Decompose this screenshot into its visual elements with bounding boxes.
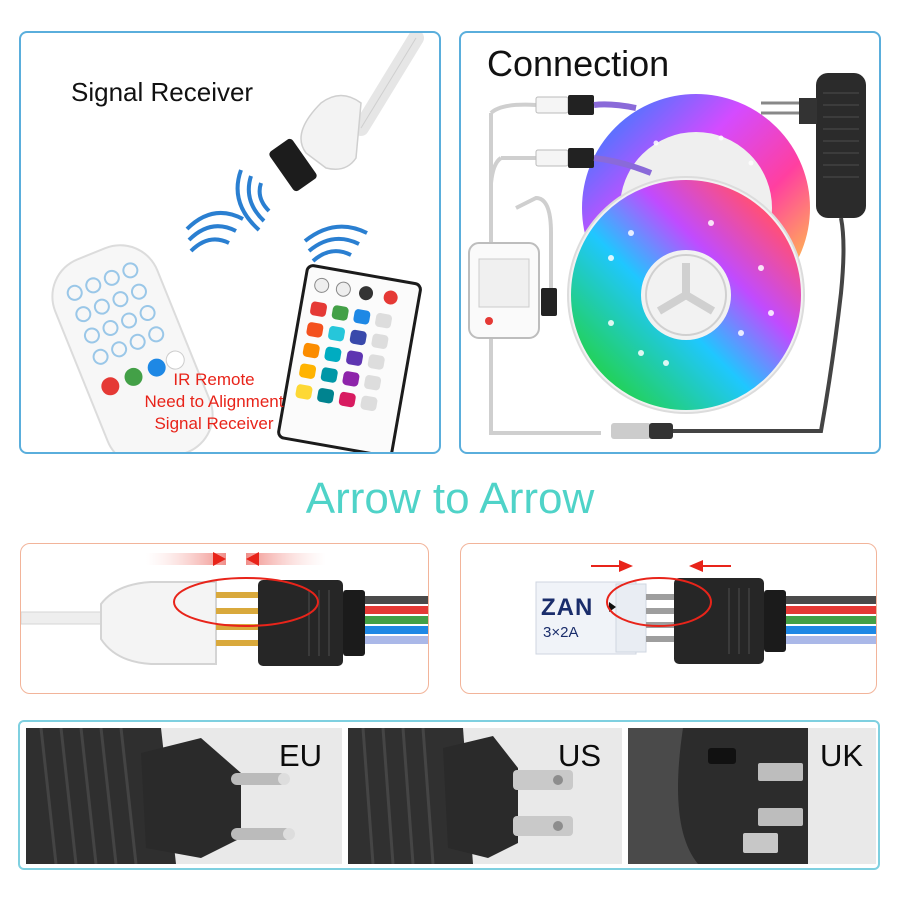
power-adapter-icon <box>816 73 866 218</box>
plug-us: US <box>348 728 622 864</box>
connection-diagram <box>468 73 866 439</box>
strip-label-top: ZAN <box>541 594 594 621</box>
connector-left-panel <box>20 543 429 694</box>
uk-plug-icon <box>628 728 876 864</box>
ir-remote-note-line-2: Need to Alignment <box>144 392 284 411</box>
receiver-head-icon <box>269 138 317 192</box>
plug-us-label: US <box>558 738 602 773</box>
ir-remote-note-line-1: IR Remote <box>173 370 255 389</box>
connector-left-illustration <box>21 552 428 666</box>
ir-remote-icon <box>277 264 422 452</box>
remote-illustration <box>51 33 424 452</box>
connector-right-illustration <box>535 560 876 664</box>
strip-label-bottom: 3×2A <box>543 624 579 641</box>
us-plug-icon <box>348 728 622 864</box>
connection-title: Connection <box>487 43 670 84</box>
signal-receiver-title: Signal Receiver <box>71 77 254 107</box>
plug-eu: EU <box>26 728 342 864</box>
plug-uk-label: UK <box>820 738 864 773</box>
receiver-body-icon <box>300 94 362 170</box>
plug-uk: UK <box>628 728 876 864</box>
rf-remote-icon <box>51 244 214 452</box>
plug-types-panel: EU US <box>18 720 880 870</box>
connector-right-panel: ZAN 3×2A <box>460 543 877 694</box>
connection-panel: Connection <box>459 31 881 454</box>
plug-eu-label: EU <box>279 738 323 773</box>
arrow-to-arrow-title: Arrow to Arrow <box>305 474 595 523</box>
eu-plug-icon <box>26 728 342 864</box>
signal-receiver-panel: Signal Receiver IR Remote Need to Alignm… <box>19 31 441 454</box>
ir-remote-note-line-3: Signal Receiver <box>154 414 274 433</box>
